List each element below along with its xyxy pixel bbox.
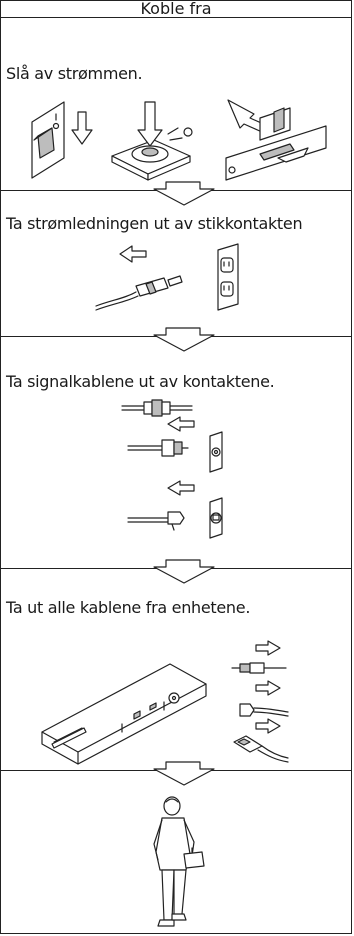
page-title: Koble fra bbox=[0, 0, 352, 18]
instruction-panel bbox=[0, 18, 352, 934]
step-1-text: Slå av strømmen. bbox=[6, 64, 143, 83]
power-off-illustration bbox=[31, 99, 327, 181]
power-button-icon bbox=[111, 101, 193, 181]
step-2-text: Ta strømledningen ut av stikkontakten bbox=[6, 214, 303, 233]
wall-switch-icon bbox=[31, 101, 65, 179]
laptop-icon bbox=[41, 663, 207, 765]
next-step-arrow-icon bbox=[153, 559, 215, 584]
right-arrow-icon bbox=[255, 680, 281, 696]
phone-socket-icon bbox=[209, 497, 223, 539]
left-arrow-icon bbox=[167, 480, 195, 496]
usb-plug-icon bbox=[233, 735, 289, 763]
phone-plug-icon bbox=[239, 703, 289, 717]
wall-outlet-icon bbox=[217, 243, 239, 311]
power-plug-icon bbox=[95, 275, 183, 311]
right-arrow-icon bbox=[255, 718, 281, 734]
next-step-arrow-icon bbox=[153, 761, 215, 786]
antenna-plug-icon bbox=[127, 439, 189, 457]
down-arrow-icon bbox=[71, 111, 93, 145]
left-arrow-icon bbox=[119, 245, 147, 263]
disconnect-device-cables-illustration bbox=[41, 640, 289, 765]
step-4-text: Ta ut alle kablene fra enhetene. bbox=[6, 598, 251, 617]
person-walking-away-icon bbox=[153, 796, 205, 927]
audio-plug-icon bbox=[231, 662, 287, 674]
phone-plug-icon bbox=[127, 511, 185, 531]
coax-connector-icon bbox=[121, 399, 193, 417]
left-arrow-icon bbox=[167, 416, 195, 432]
next-step-arrow-icon bbox=[153, 181, 215, 206]
antenna-socket-icon bbox=[209, 431, 223, 473]
next-step-arrow-icon bbox=[153, 327, 215, 352]
right-arrow-icon bbox=[255, 640, 281, 656]
rocker-switch-icon bbox=[225, 99, 327, 181]
unplug-signal-cables-illustration bbox=[121, 399, 223, 539]
page-title-text: Koble fra bbox=[140, 0, 212, 18]
step-3-text: Ta signalkablene ut av kontaktene. bbox=[6, 372, 275, 391]
unplug-power-illustration bbox=[95, 243, 239, 311]
